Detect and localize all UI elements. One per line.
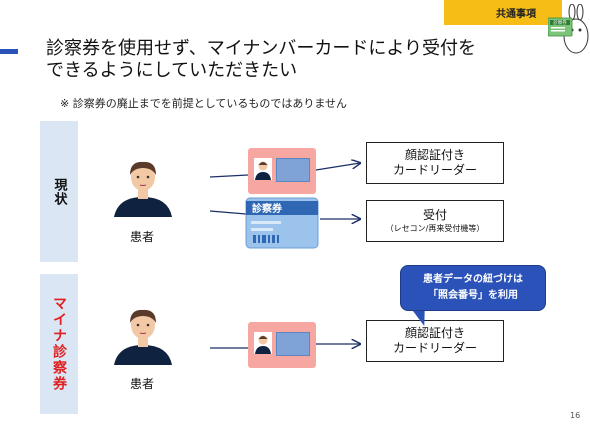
arrow-to-reader-top — [315, 163, 360, 171]
face-auth-card-reader-box: 顔認証付き カードリーダー — [366, 142, 504, 184]
slide-title: 診察券を使用せず、マイナンバーカードにより受付を できるようにしていただきたい — [46, 38, 566, 82]
section-tag-label: 共通事項 — [496, 9, 536, 20]
disclaimer-note: ※ 診察券の廃止までを前提としているものではありません — [60, 97, 348, 110]
page-number: 16 — [570, 411, 581, 420]
mynumber-card-icon — [248, 322, 316, 368]
reference-number-callout: 患者データの紐づけは 「照会番号」を利用 — [400, 265, 546, 311]
face-auth-card-reader-box: 顔認証付き カードリーダー — [366, 320, 504, 362]
section-tag: 共通事項 — [444, 0, 562, 25]
patient-icon — [114, 161, 172, 217]
title-accent-bar — [0, 49, 18, 54]
card-info-panel — [276, 158, 310, 182]
section-current: 現状 — [40, 121, 78, 262]
callout-line2: 「照会番号」を利用 — [428, 290, 518, 301]
patient-label-mynumber: 患者 — [130, 377, 155, 391]
section-mynumber: マイナ診察券 — [40, 274, 78, 414]
arrow-line — [209, 174, 249, 178]
svg-text:診察券: 診察券 — [553, 19, 567, 26]
section-mynumber-label: マイナ診察券 — [51, 296, 67, 392]
card-info-panel — [276, 332, 310, 356]
title-line-1: 診察券を使用せず、マイナンバーカードにより受付を — [46, 38, 477, 59]
patient-icon — [114, 309, 172, 365]
reader-label-line2: カードリーダー — [392, 341, 477, 355]
patient-figure-current — [110, 157, 176, 217]
consultation-card-title: 診察券 — [252, 202, 283, 215]
reception-subtitle: （レセコン/再来受付機等） — [385, 223, 485, 233]
reader-label-line1: 顔認証付き — [404, 148, 465, 162]
title-line-2: できるようにしていただきたい — [46, 60, 298, 81]
patient-label-current: 患者 — [130, 230, 155, 244]
reader-label-line1: 顔認証付き — [404, 326, 465, 340]
reception-box: 受付 （レセコン/再来受付機等） — [366, 200, 504, 242]
mynumber-card-icon — [248, 148, 316, 194]
section-current-label: 現状 — [51, 177, 67, 206]
consultation-card-icon: 診察券 — [245, 197, 319, 249]
callout-line1: 患者データの紐づけは — [423, 274, 523, 285]
mascot-character-icon: 診察券 — [548, 4, 589, 54]
arrow-line — [209, 210, 247, 215]
patient-figure-mynumber — [110, 305, 176, 365]
card-photo-icon — [254, 158, 272, 180]
card-photo-icon — [254, 332, 272, 354]
reception-title: 受付 — [422, 207, 447, 222]
reader-label-line2: カードリーダー — [392, 163, 477, 177]
